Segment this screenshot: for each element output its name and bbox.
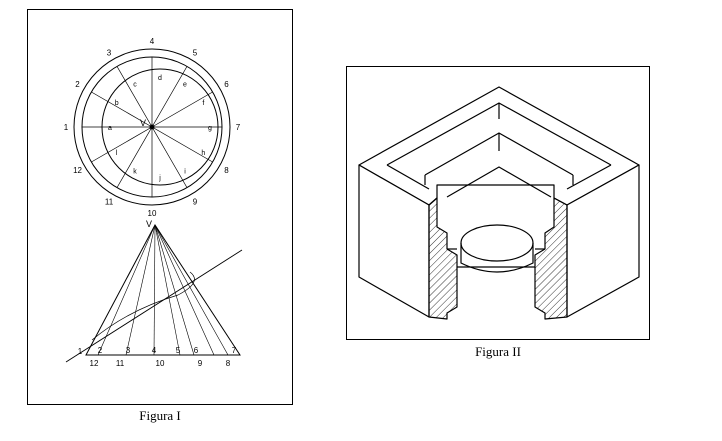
radial-line [151,66,188,128]
inner-label-h: h [201,150,205,157]
cone-generator [154,224,181,356]
outer-label-9: 9 [193,197,198,206]
outer-circle [73,48,231,206]
radial-line [91,126,153,163]
base-upper-label-4: 4 [152,346,157,355]
cylinder-hole-body [460,243,534,273]
cone-front-view: V 2 3 4 5 6 7 12 11 10 9 8 1 [65,219,243,368]
base-upper-label-7: 7 [232,346,237,355]
inner-label-e: e [183,82,187,89]
figure-2-frame [346,66,650,340]
inner-label-g: g [208,125,212,132]
isometric-block [358,86,640,320]
radial-line [91,91,153,128]
radial-line [151,126,213,163]
radial-line [151,126,188,188]
right-section-hatch [534,197,568,320]
cone-generator [125,224,156,356]
outer-label-11: 11 [105,197,114,206]
inner-label-c: c [133,82,137,89]
radial-line [116,126,153,188]
base-label-11: 11 [116,359,125,368]
inner-label-f: f [202,100,204,107]
cone-vertex-label: V [146,219,152,229]
base-upper-label-6: 6 [194,346,199,355]
outer-label-4: 4 [150,37,155,46]
left-label: 1 [78,347,83,356]
section-curve [91,271,195,341]
base-label-12: 12 [90,359,99,368]
base-label-8: 8 [226,359,231,368]
outer-label-5: 5 [193,49,198,58]
inner-floor [446,166,552,198]
outer-label-8: 8 [224,166,229,175]
left-section-hatch [428,197,458,320]
radial-line [151,91,213,128]
radial-line [116,66,153,128]
outer-label-12: 12 [73,166,82,175]
cutting-plane [65,249,243,363]
inner-label-a: a [108,125,112,132]
inner-label-i: i [184,168,186,175]
cone-generator [97,224,156,356]
outer-label-3: 3 [107,49,112,58]
base-label-10: 10 [156,359,165,368]
inner-label-d: d [158,75,162,82]
figure-1-caption: Figura I [139,408,181,423]
inner-label-l: l [116,150,118,157]
cone-top-view: V 1 a 2 b 3 c 4 d 5 e 6 f 7 g 8 h 9 i 10 j 11 k 12 l [64,37,241,218]
cylinder-hole-top [460,224,534,262]
outer-label-1: 1 [64,123,69,132]
inner-label-b: b [115,100,119,107]
outer-label-6: 6 [224,80,229,89]
base-upper-label-5: 5 [176,346,181,355]
base-upper-label-2: 2 [98,346,103,355]
cone-generator [153,224,156,356]
cone-generator [154,224,195,356]
base-label-9: 9 [198,359,203,368]
inner-label-k: k [133,168,137,175]
outer-label-2: 2 [75,80,80,89]
outer-label-7: 7 [236,123,241,132]
cone-outline [85,224,241,356]
figure-2-caption: Figura II [475,344,521,359]
vertex-label: V [140,118,146,128]
cone-generator [154,224,229,356]
figure-2-drawing [358,86,640,320]
outer-label-10: 10 [148,209,157,218]
cone-generator [154,224,215,356]
inner-label-j: j [158,175,161,182]
base-upper-label-3: 3 [126,346,131,355]
